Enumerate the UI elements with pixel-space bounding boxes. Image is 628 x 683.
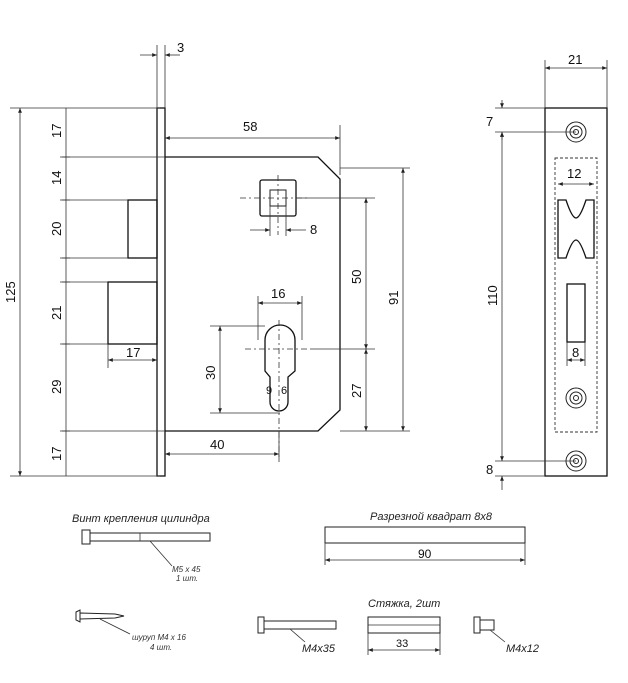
dim-screw-top: 7 — [486, 114, 493, 129]
tie-sleeve — [367, 616, 441, 655]
dim-slot-width: 12 — [567, 166, 581, 181]
dim-top-offset: 17 — [49, 124, 64, 138]
tie-title: Стяжка, 2шт — [368, 598, 440, 610]
cylinder-cutout — [264, 324, 296, 412]
faceplate-front — [544, 107, 608, 477]
dim-cylinder-width: 16 — [271, 286, 285, 301]
bolt-projection-dimension — [107, 344, 157, 368]
hidden-body — [554, 157, 598, 433]
latch-opening — [557, 199, 595, 259]
dim-latch-height: 20 — [49, 222, 64, 236]
left-dimensions — [10, 107, 165, 477]
lock-body-view — [107, 107, 341, 477]
dim-square-size: 8 — [310, 222, 317, 237]
tie-screw-short — [473, 616, 506, 643]
square-dimension — [250, 206, 306, 236]
dim-deadbolt-height: 21 — [49, 306, 64, 320]
split-square-length: 90 — [418, 547, 432, 561]
cylinder-screw-qty: 1 шт. — [176, 574, 198, 583]
dim-cylinder-right: 6 — [281, 385, 287, 397]
dead-bolt — [107, 281, 158, 345]
dim-cylinder-to-bottom: 27 — [349, 384, 364, 398]
dim-body-height: 91 — [386, 291, 401, 305]
split-square-title: Разрезной квадрат 8х8 — [370, 511, 493, 523]
dim-cylinder-height: 30 — [203, 366, 218, 380]
dim-spindle-height: 14 — [49, 171, 64, 185]
tie-sleeve-length: 33 — [396, 638, 408, 650]
dim-bolt-projection: 17 — [126, 345, 140, 360]
cylinder-screw — [81, 529, 211, 567]
wood-screw-size: шуруп М4 х 16 — [132, 633, 186, 642]
tie-screw-short-size: М4х12 — [506, 643, 539, 655]
dim-plate-thickness: 3 — [177, 40, 184, 55]
cylinder-screw-title: Винт крепления цилиндра — [72, 513, 210, 525]
dim-cylinder-left: 9 — [266, 385, 272, 397]
thickness-dimension — [140, 45, 180, 108]
right-vertical-dimensions — [296, 167, 410, 432]
backset-dimension — [165, 431, 280, 462]
dim-screw-bottom: 8 — [486, 462, 493, 477]
cylinder-width-dimension — [257, 296, 303, 340]
tie-screw-long-size: М4х35 — [302, 643, 336, 655]
cylinder-height-dimension — [210, 325, 280, 414]
dim-bolt-slot-width: 8 — [572, 345, 579, 360]
dim-body-width: 58 — [243, 119, 257, 134]
dim-overall-height: 125 — [3, 281, 18, 303]
dim-faceplate-width: 21 — [568, 52, 582, 67]
faceplate-front-view — [495, 60, 608, 490]
dim-backset: 40 — [210, 437, 224, 452]
tie-screw-long — [257, 616, 337, 643]
split-square — [324, 526, 526, 565]
wood-screw — [75, 609, 131, 635]
bolt-opening — [566, 283, 586, 343]
cylinder-screw-size: М5 х 45 — [172, 565, 201, 574]
body-outline — [165, 156, 341, 432]
screw-hole-middle — [565, 387, 587, 409]
dim-screw-span: 110 — [485, 285, 500, 306]
dim-bottom-offset: 17 — [49, 447, 64, 461]
dim-lower-gap: 29 — [49, 380, 64, 394]
faceplate-side — [156, 107, 166, 477]
latch-bolt — [127, 199, 158, 259]
width-dimension — [165, 125, 341, 175]
wood-screw-qty: 4 шт. — [150, 643, 172, 652]
dim-spindle-to-cylinder: 50 — [349, 270, 364, 284]
